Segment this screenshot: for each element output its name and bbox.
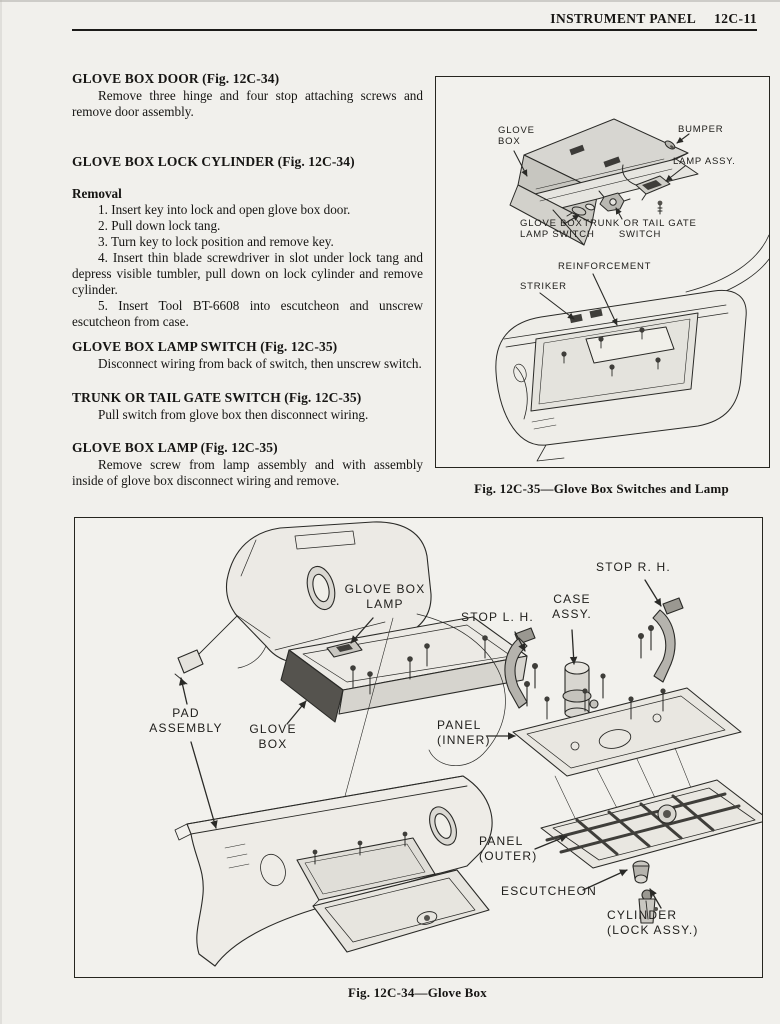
label-stop-rh: STOP R. H. [596, 560, 671, 574]
paragraph: Pull switch from glove box then disconne… [98, 407, 369, 422]
paragraph: Disconnect wiring from back of switch, t… [98, 356, 422, 371]
step-item: 2. Pull down lock tang. [98, 218, 221, 233]
step-item: 5. Insert Tool BT-6608 into escutcheon a… [72, 298, 423, 329]
label-stop-lh: STOP L. H. [461, 610, 534, 624]
label-cylinder: CYLINDER (LOCK ASSY.) [607, 908, 699, 937]
label-panel-inner: PANEL (INNER) [437, 718, 491, 747]
section-heading: GLOVE BOX LAMP (Fig. 12C-35) [72, 440, 278, 455]
label-panel-outer: PANEL (OUTER) [479, 834, 538, 863]
label-reinforcement: REINFORCEMENT [558, 261, 652, 272]
label-trunk-switch: TRUNK OR TAIL GATE SWITCH [583, 218, 697, 240]
fig34-line-art [174, 521, 762, 967]
fig35-line-art [495, 118, 769, 462]
label-lamp-switch: GLOVE BOX LAMP SWITCH [520, 218, 595, 240]
figure-12c35: GLOVE BOX BUMPER LAMP ASSY. GLOVE BOX LA… [435, 76, 770, 468]
label-case-assy: CASE ASSY. [552, 592, 592, 621]
text-column: GLOVE BOX DOOR (Fig. 12C-34) Remove thre… [72, 70, 423, 489]
section-heading: GLOVE BOX LAMP SWITCH (Fig. 12C-35) [72, 339, 338, 354]
section-heading: TRUNK OR TAIL GATE SWITCH (Fig. 12C-35) [72, 390, 362, 405]
label-glove-box: GLOVE BOX [249, 722, 297, 751]
figure-12c34: GLOVE BOX LAMP STOP R. H. CASE ASSY. STO… [74, 517, 763, 978]
step-item: 3. Turn key to lock position and remove … [98, 234, 334, 249]
sub-heading: Removal [72, 186, 122, 201]
section-heading: GLOVE BOX LOCK CYLINDER (Fig. 12C-34) [72, 154, 355, 169]
label-glove-box-lamp: GLOVE BOX LAMP [344, 582, 426, 611]
label-lamp-assy: LAMP ASSY. [673, 156, 736, 167]
header-rule [72, 29, 757, 31]
label-pad-assembly: PAD ASSEMBLY [149, 706, 223, 735]
section-heading: GLOVE BOX DOOR (Fig. 12C-34) [72, 71, 280, 86]
step-item: 4. Insert thin blade screwdriver in slot… [72, 250, 423, 297]
scan-edge [0, 0, 780, 2]
label-glove-box: GLOVE BOX [498, 125, 535, 147]
page-header: INSTRUMENT PANEL 12C-11 [357, 11, 757, 27]
label-striker: STRIKER [520, 281, 567, 292]
label-escutcheon: ESCUTCHEON [501, 884, 598, 898]
figure-caption-12c35: Fig. 12C-35—Glove Box Switches and Lamp [474, 481, 729, 496]
header-title: INSTRUMENT PANEL [550, 11, 697, 26]
paragraph: Remove screw from lamp assembly and with… [72, 457, 423, 488]
paragraph: Remove three hinge and four stop attachi… [72, 88, 423, 119]
step-item: 1. Insert key into lock and open glove b… [98, 202, 351, 217]
figure-caption-12c34: Fig. 12C-34—Glove Box [348, 985, 487, 1000]
label-bumper: BUMPER [678, 124, 724, 135]
page-number: 12C-11 [714, 11, 757, 26]
scan-edge [0, 0, 2, 1024]
